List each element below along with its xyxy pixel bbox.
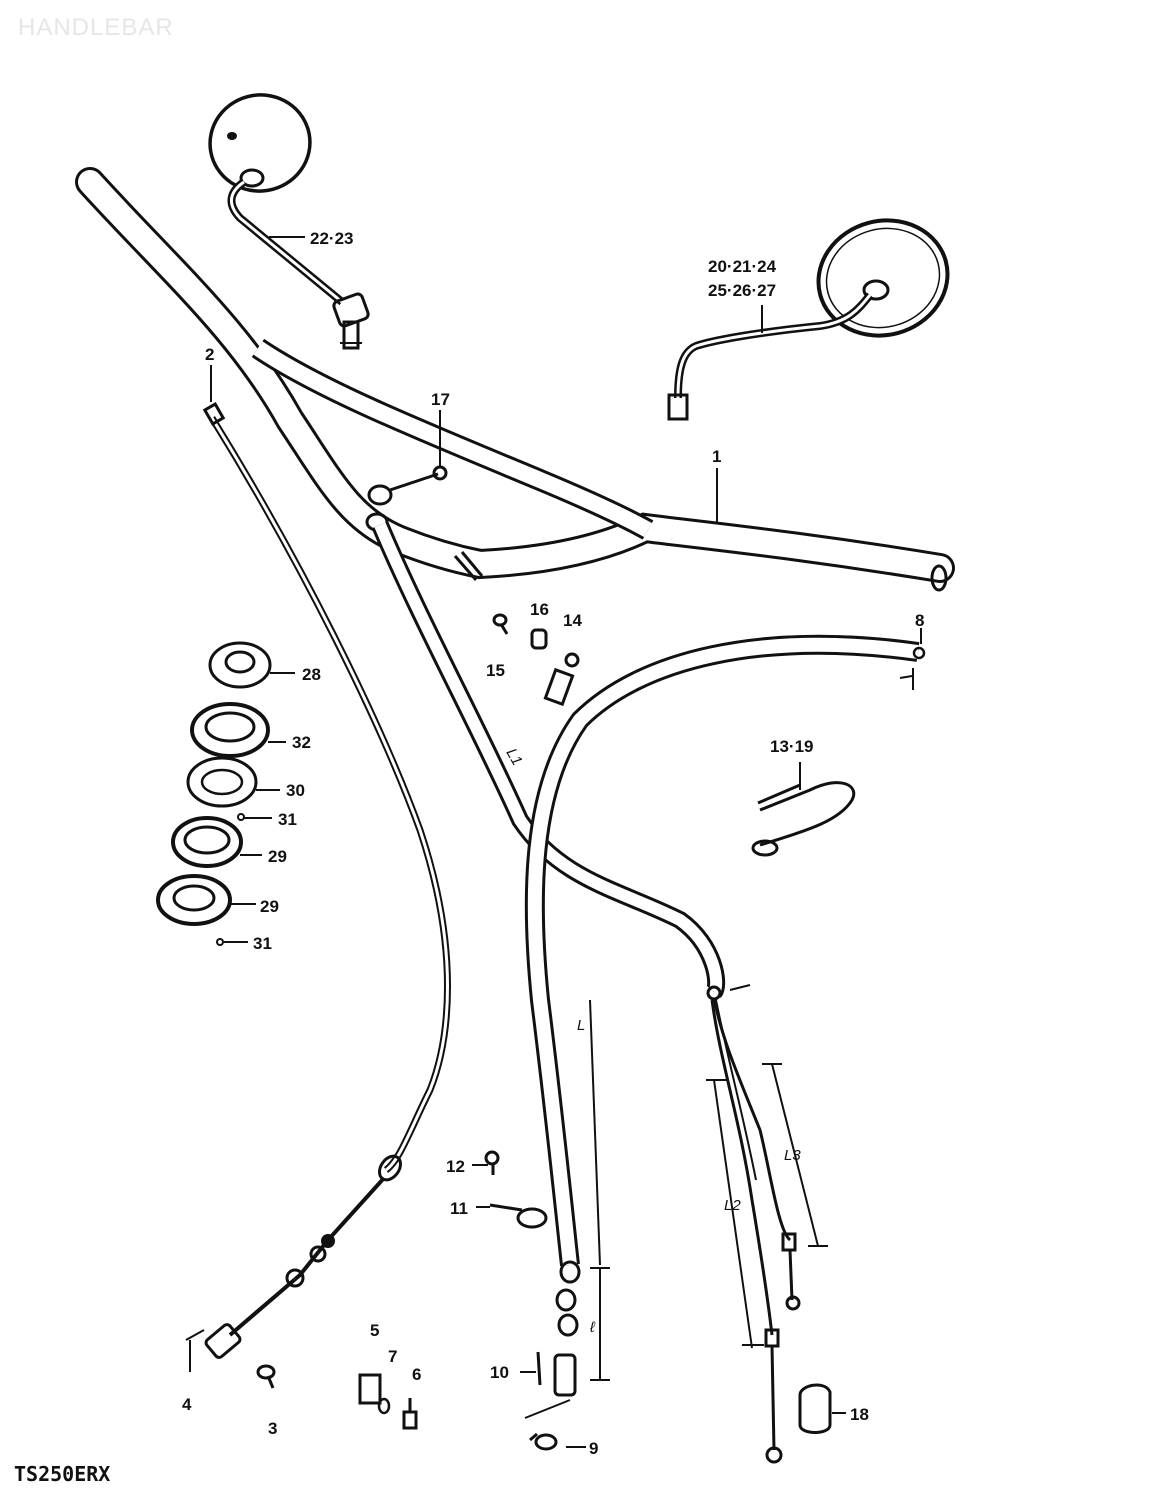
callout-9: 9 — [589, 1439, 598, 1458]
callout-4: 4 — [182, 1395, 192, 1414]
callout-29-lower: 29 — [260, 897, 279, 916]
cable-left-long — [202, 402, 451, 1359]
cable-right-throttle — [524, 634, 926, 1397]
callout-6: 6 — [412, 1365, 421, 1384]
callout-5: 5 — [370, 1321, 379, 1340]
dimension-L2: L2 — [724, 1197, 741, 1214]
callout-7: 7 — [388, 1347, 397, 1366]
callout-25-26-27: 25·26·27 — [708, 281, 776, 300]
adjuster-parts-9-12 — [484, 1150, 571, 1451]
callout-15: 15 — [486, 661, 505, 680]
dimension-L1: L1 — [503, 746, 526, 769]
callout-32: 32 — [292, 733, 311, 752]
lower-bolts-3-7 — [185, 1329, 418, 1430]
callout-17: 17 — [431, 390, 450, 409]
right-mirror — [667, 218, 950, 421]
model-code: TS250ERX — [14, 1462, 111, 1486]
callout-18: 18 — [850, 1405, 869, 1424]
callout-2: 2 — [205, 345, 214, 364]
watermark-title: HANDLEBAR — [18, 14, 174, 41]
callout-1: 1 — [712, 447, 721, 466]
callout-10: 10 — [490, 1363, 509, 1382]
callout-16: 16 — [530, 600, 549, 619]
dimension-L3: L3 — [784, 1147, 801, 1164]
callout-29-upper: 29 — [268, 847, 287, 866]
steering-bearing-stack — [156, 641, 272, 946]
callout-14: 14 — [563, 611, 582, 630]
dimension-L: L — [577, 1017, 585, 1034]
callout-3: 3 — [268, 1419, 277, 1438]
handlebar-tube — [75, 167, 955, 592]
callout-11: 11 — [450, 1199, 468, 1218]
boot-18 — [798, 1383, 832, 1434]
left-mirror — [208, 93, 370, 350]
callout-30: 30 — [286, 781, 305, 800]
dimension-lines — [706, 1063, 828, 1349]
callout-20-21-24: 20·21·24 — [708, 257, 777, 276]
dimension-l: ℓ — [589, 1319, 596, 1336]
switch-parts-14-16 — [492, 613, 580, 707]
callout-28: 28 — [302, 665, 321, 684]
callout-8: 8 — [915, 611, 924, 630]
leader-lines — [210, 236, 922, 1448]
callout-13-19: 13·19 — [770, 737, 813, 756]
callout-31-upper: 31 — [278, 810, 297, 829]
callout-12: 12 — [446, 1157, 465, 1176]
callout-22-23: 22·23 — [310, 229, 353, 248]
callout-31-lower: 31 — [253, 934, 272, 953]
grip-13-19 — [751, 781, 856, 857]
